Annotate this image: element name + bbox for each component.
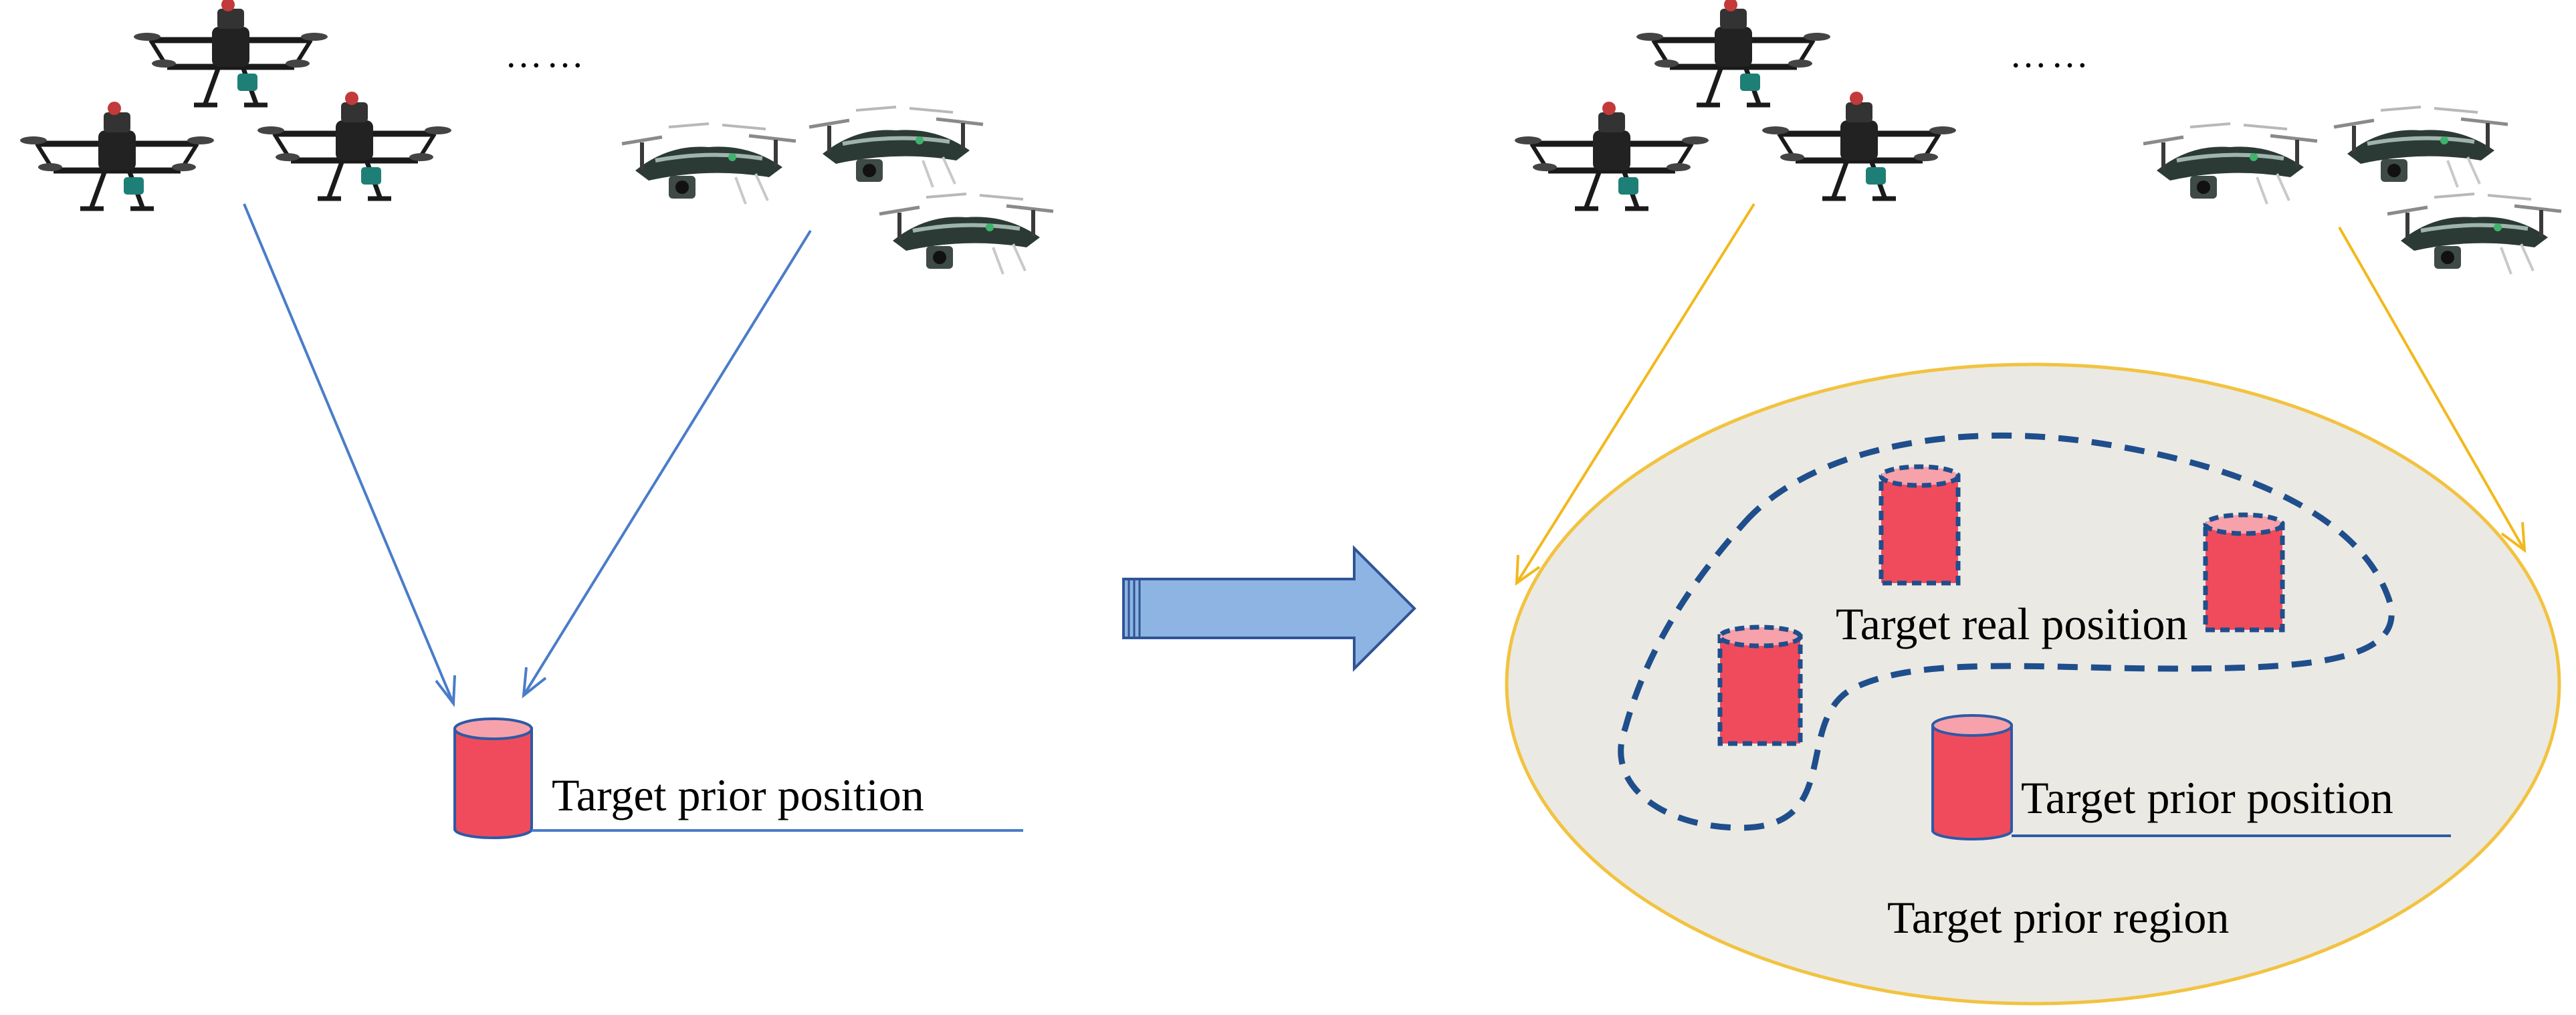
camera-drone-icon [2143,124,2317,204]
target-real-position-label: Target real position [1836,598,2188,649]
quadcopter-icon [20,102,214,209]
arrowhead-left [1515,554,1541,586]
camera-drone-icon [2387,194,2561,274]
quadcopter-icon [1762,92,1956,199]
real-position-boundary [1618,432,2395,831]
quadcopter-icon [257,92,451,199]
yellow-arrows [1515,203,2527,586]
ellipsis: …… [2010,34,2092,76]
target-real-cylinder [1879,464,1961,586]
target-real-cylinder [1717,625,1803,746]
target-prior-cylinder [1931,714,2013,840]
quadcopter-icon [1636,0,1830,105]
arrow-line-right [522,229,812,697]
target-prior-region [1505,362,2561,1006]
camera-drone-icon [2334,107,2508,187]
right-arrow-icon [1122,545,1416,672]
camera-drone-icon [879,194,1053,274]
target-prior-position-label: Target prior position [2021,772,2393,823]
quadcopter-icon [134,0,328,105]
ellipsis: …… [505,34,588,76]
arrowhead-left [435,675,456,707]
target-real-cylinder [2203,512,2285,633]
camera-drone-icon [622,124,796,204]
arrow-line-left [1515,203,1755,584]
quadcopter-icon [1515,102,1709,209]
camera-drone-icon [809,107,983,187]
target-prior-cylinder [453,717,533,839]
arrowhead-right [522,667,547,699]
left-panel: …… Target prior position [20,0,1053,839]
arrowhead-right [2500,522,2527,554]
blue-arrows [243,203,812,707]
arrow-line-right [2338,227,2526,551]
right-panel: …… Target real position [1505,0,2561,1006]
target-prior-position-label: Target prior position [552,770,924,820]
target-prior-region-label: Target prior region [1887,892,2229,943]
arrow-line-left [243,203,455,704]
